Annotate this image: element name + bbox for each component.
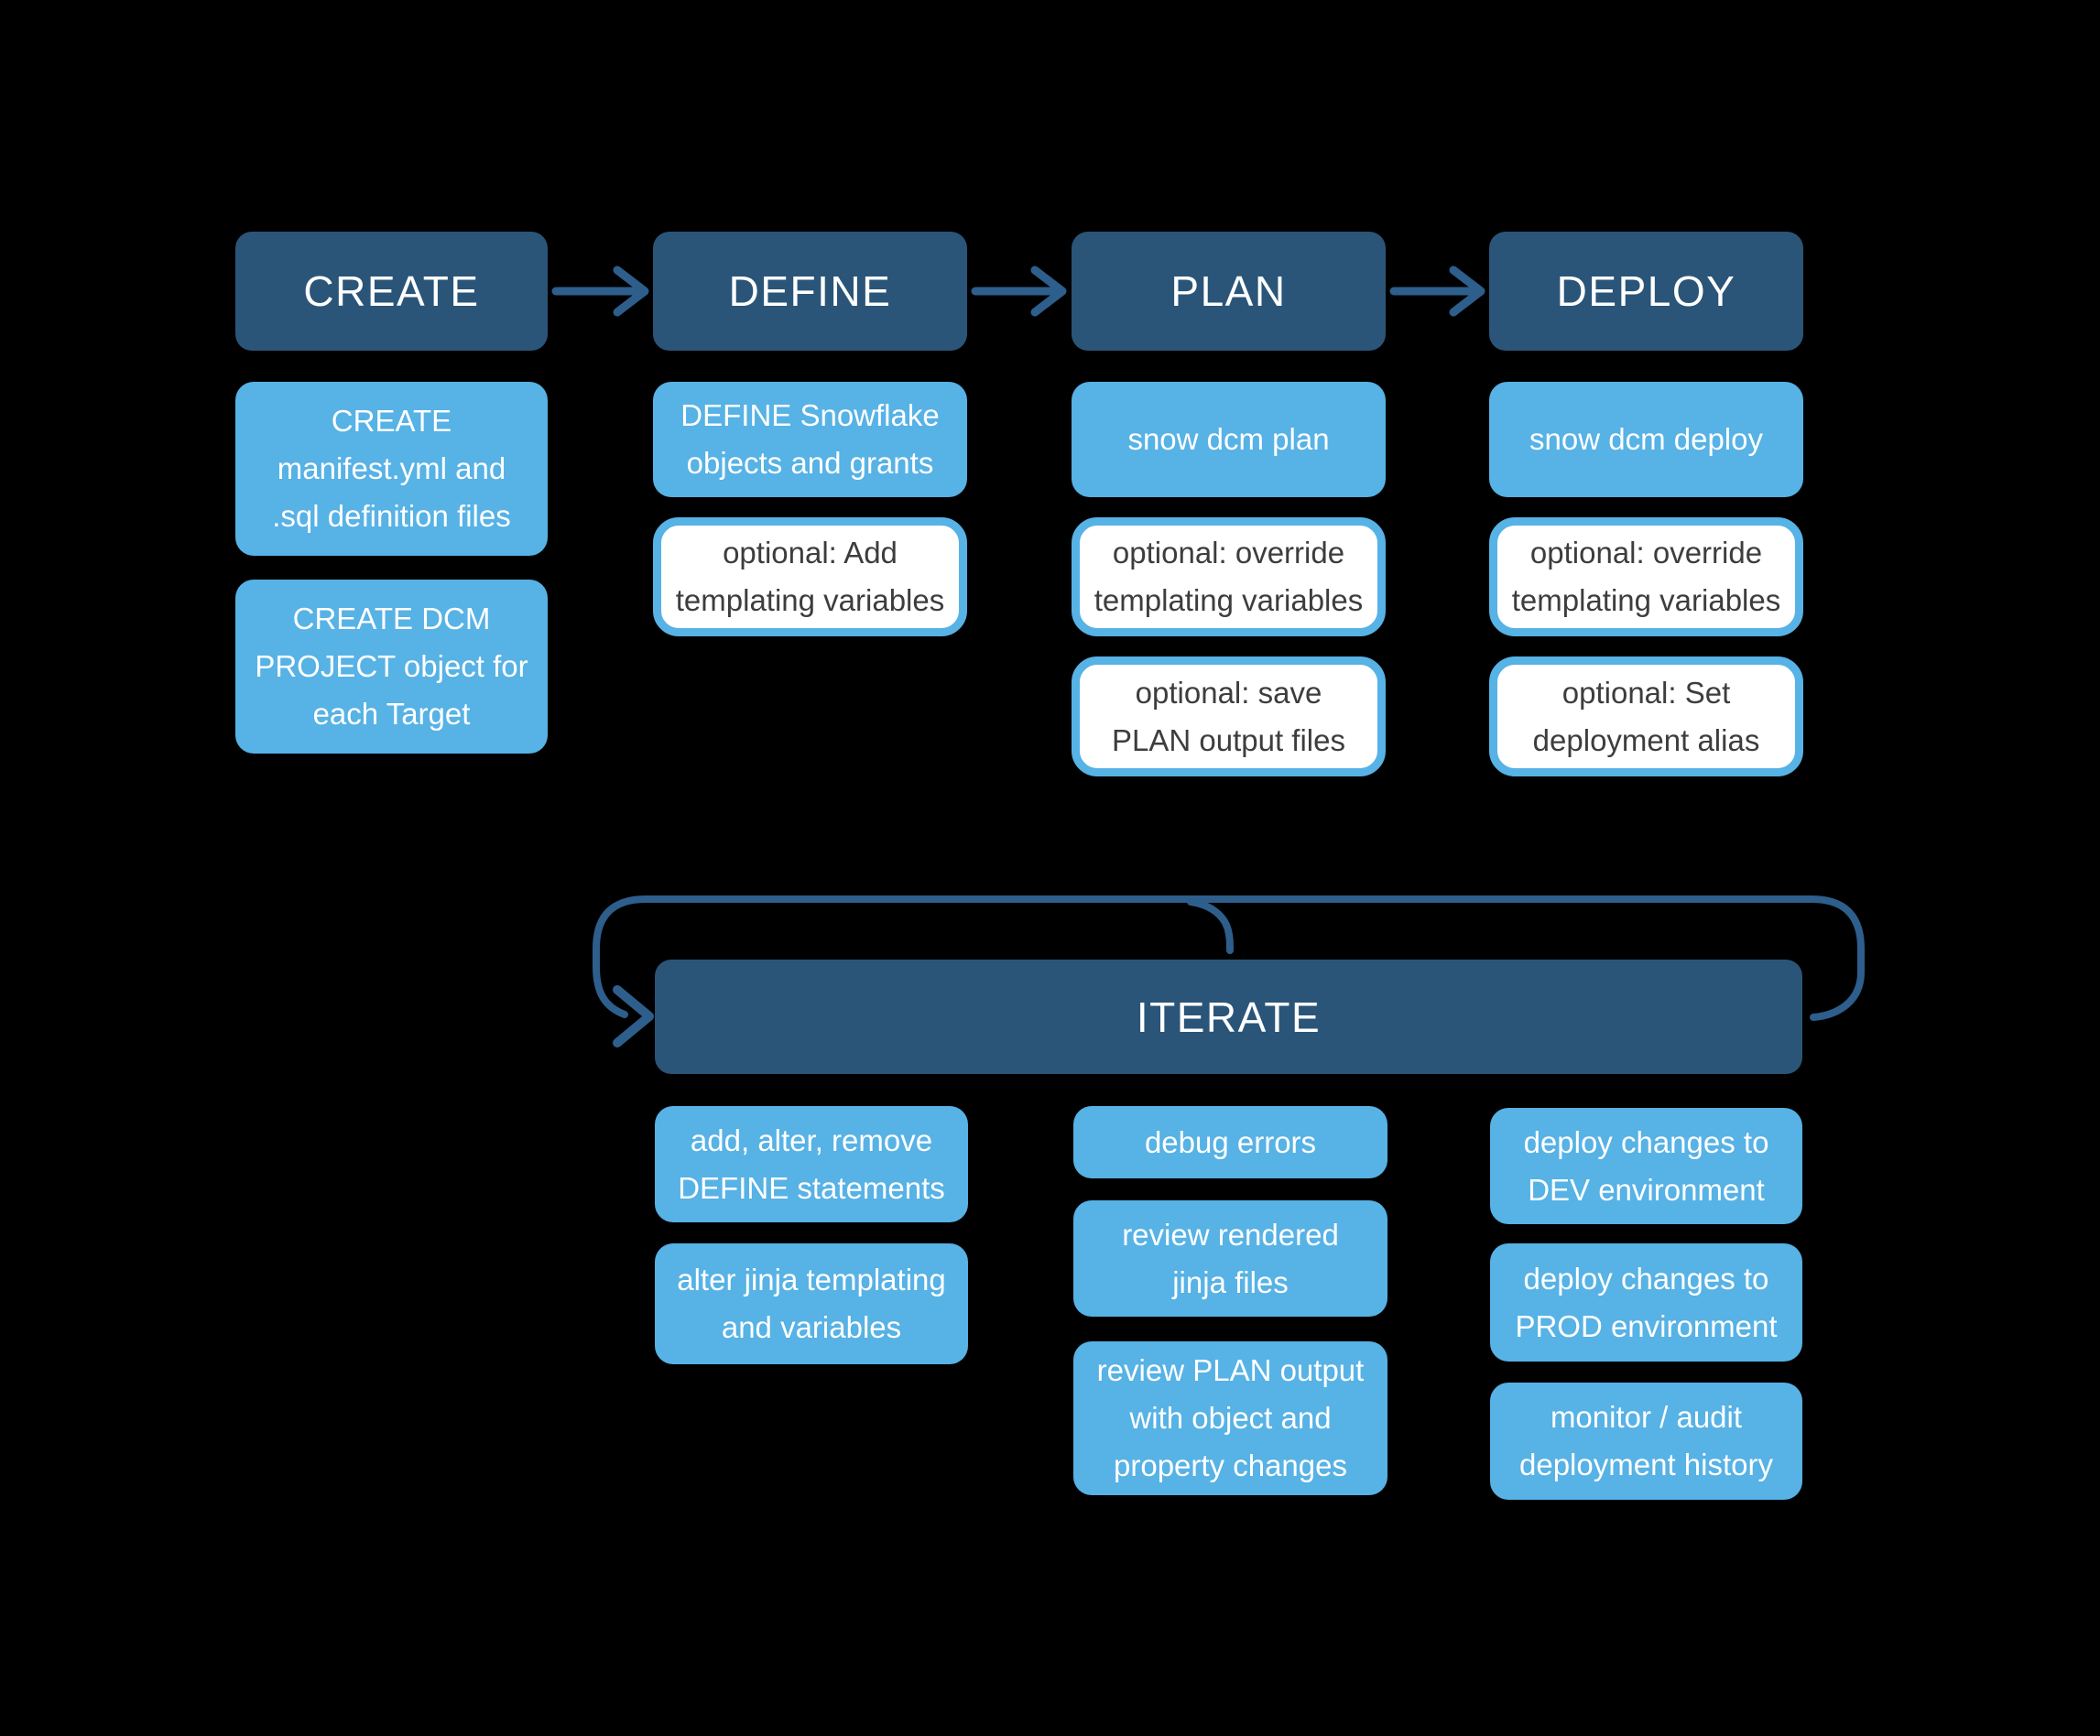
optional-step-box: optional: override templating variables xyxy=(1072,517,1386,636)
iterate-step-box: debug errors xyxy=(1073,1106,1387,1178)
iterate-step-box: deploy changes to PROD environment xyxy=(1490,1243,1802,1362)
step-box: snow dcm deploy xyxy=(1489,382,1803,497)
step-box: CREATE manifest.yml and .sql definition … xyxy=(235,382,548,556)
iterate-step-box: alter jinja templating and variables xyxy=(655,1243,968,1364)
flow-arrow-icon xyxy=(551,266,649,317)
stage-header-define: DEFINE xyxy=(653,232,967,351)
stage-header-create: CREATE xyxy=(235,232,548,351)
stage-header-plan: PLAN xyxy=(1072,232,1386,351)
optional-step-box: optional: save PLAN output files xyxy=(1072,656,1386,776)
flow-arrow-icon xyxy=(1389,266,1485,317)
optional-step-box: optional: Set deployment alias xyxy=(1489,656,1803,776)
iterate-step-box: review rendered jinja files xyxy=(1073,1200,1387,1317)
iterate-step-box: review PLAN output with object and prope… xyxy=(1073,1341,1387,1495)
iterate-step-box: monitor / audit deployment history xyxy=(1490,1383,1802,1500)
iterate-bar: ITERATE xyxy=(655,960,1802,1074)
optional-step-box: optional: Add templating variables xyxy=(653,517,967,636)
stage-header-deploy: DEPLOY xyxy=(1489,232,1803,351)
iterate-step-box: add, alter, remove DEFINE statements xyxy=(655,1106,968,1222)
flow-arrow-icon xyxy=(971,266,1067,317)
optional-step-box: optional: override templating variables xyxy=(1489,517,1803,636)
loop-arrowhead-icon xyxy=(613,985,654,1047)
step-box: DEFINE Snowflake objects and grants xyxy=(653,382,967,497)
iterate-step-box: deploy changes to DEV environment xyxy=(1490,1108,1802,1224)
step-box: CREATE DCM PROJECT object for each Targe… xyxy=(235,580,548,754)
step-box: snow dcm plan xyxy=(1072,382,1386,497)
loop-branch-icon xyxy=(1187,898,1234,954)
